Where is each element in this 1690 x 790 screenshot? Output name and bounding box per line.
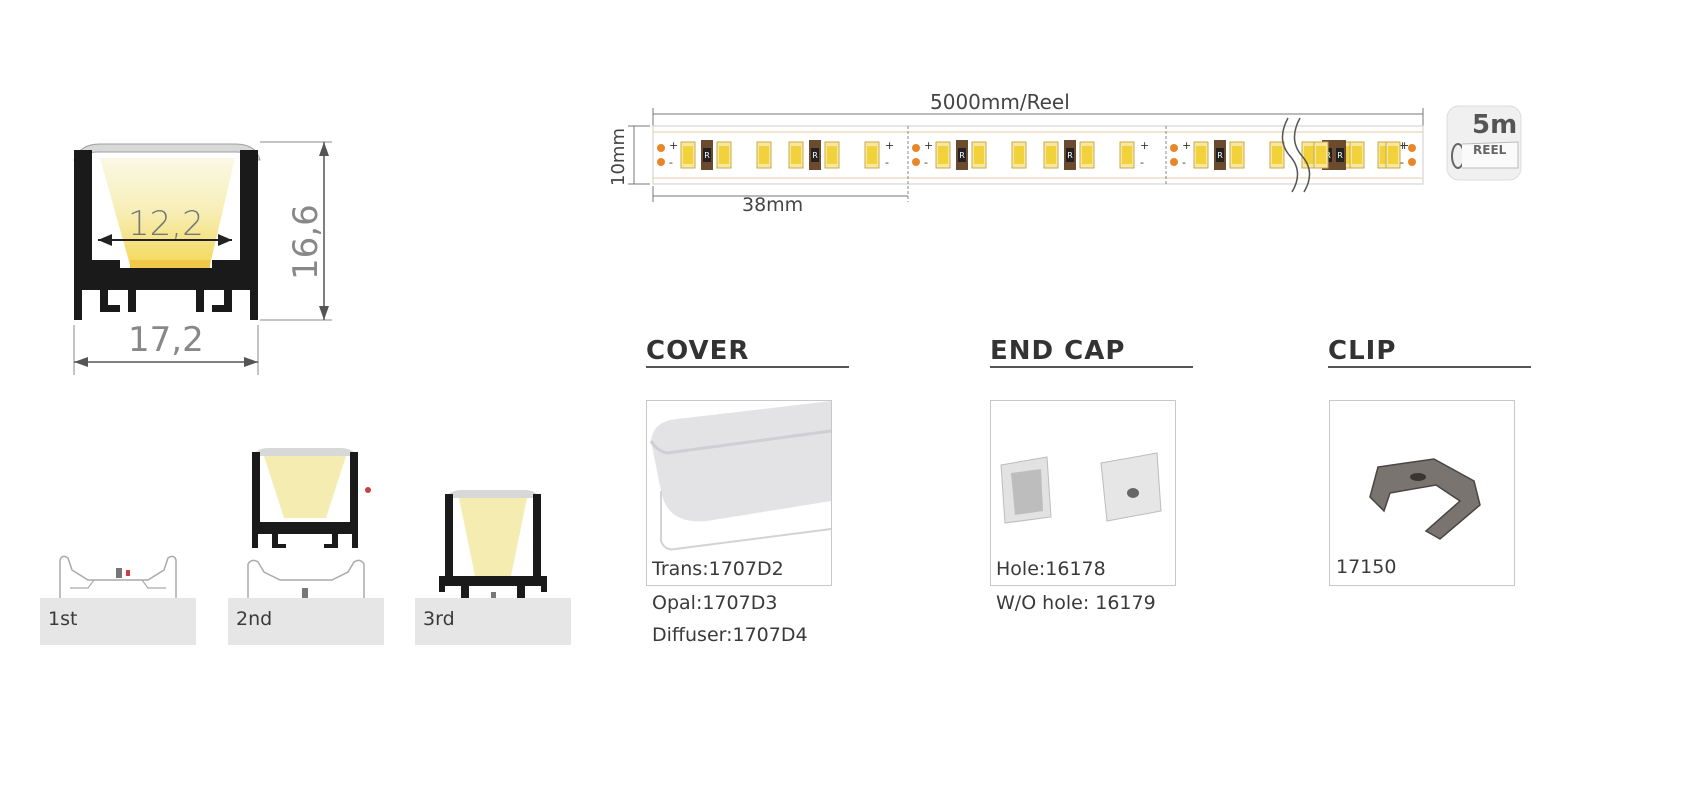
minus-sign: - <box>669 156 673 169</box>
profile-cross-section: 12,2 16,6 17,2 <box>60 130 360 390</box>
strip-cut-label: 38mm <box>742 194 803 216</box>
led-chip <box>1196 146 1206 164</box>
led-chip <box>1352 146 1362 164</box>
cover-label-trans: Trans:1707D2 <box>652 558 784 580</box>
solder-pad <box>1408 158 1416 166</box>
clip-title-rule <box>1328 366 1531 368</box>
led-chip <box>1388 146 1398 164</box>
dim-outer-width: 17,2 <box>128 320 204 360</box>
step-2-feet <box>252 534 358 548</box>
minus-sign: - <box>885 156 889 169</box>
led-chip <box>719 146 729 164</box>
end-cap-label-hole: Hole:16178 <box>996 558 1106 580</box>
led-chip <box>1122 146 1132 164</box>
step-3-beam <box>459 498 527 576</box>
led-chip <box>1272 146 1282 164</box>
led-chip <box>683 146 693 164</box>
resistor-mark: R <box>1067 151 1073 160</box>
install-step-2: 2nd <box>228 448 384 645</box>
led-strip-svg: +-RR+-+-RR+-+-RR+-R+- <box>600 90 1540 230</box>
step-1-screw <box>116 568 122 578</box>
plus-sign: + <box>1182 139 1191 152</box>
resistor-mark: R <box>812 151 818 160</box>
install-step-1: 1st <box>40 540 196 645</box>
minus-sign: - <box>1400 156 1404 169</box>
step-1-clip-detail <box>70 580 166 588</box>
led-chip <box>1232 146 1242 164</box>
step-1-label: 1st <box>48 608 77 630</box>
reel-length-label: 5m <box>1472 110 1517 140</box>
led-chip <box>938 146 948 164</box>
solder-pad <box>912 144 920 152</box>
cover-body <box>651 401 831 521</box>
led-chip <box>827 146 837 164</box>
step-2-label: 2nd <box>236 608 272 630</box>
plus-sign: + <box>1140 139 1149 152</box>
install-step-3: 3rd <box>415 488 571 645</box>
resistor-mark: R <box>1217 151 1223 160</box>
plus-sign: + <box>1400 139 1409 152</box>
profile-feet <box>74 290 258 320</box>
cover-label-diffuser: Diffuser:1707D4 <box>652 624 808 646</box>
led-chip <box>867 146 877 164</box>
end-cap-label-no-hole: W/O hole: 16179 <box>996 592 1156 614</box>
reel-caption: REEL <box>1473 143 1506 157</box>
step-2-beam <box>264 456 346 518</box>
dim-inner-width: 12,2 <box>128 204 204 244</box>
led-chip <box>1316 146 1326 164</box>
solder-pad <box>657 144 665 152</box>
strip-width-label: 10mm <box>608 128 629 186</box>
plus-sign: + <box>669 139 678 152</box>
minus-sign: - <box>1140 156 1144 169</box>
resistor-mark: R <box>1337 151 1343 160</box>
clip-body <box>1370 459 1480 539</box>
plus-sign: + <box>885 139 894 152</box>
cover-title: COVER <box>646 336 749 366</box>
led-strip-diagram: +-RR+-+-RR+-+-RR+-R+- 5000mm/Reel 10mm 3… <box>600 90 1540 230</box>
solder-pad <box>912 158 920 166</box>
step-2-drawing <box>228 448 384 598</box>
profile-base <box>74 268 258 290</box>
step-2-marker <box>365 487 371 493</box>
cover-title-rule <box>646 366 849 368</box>
led-chip <box>759 146 769 164</box>
clip-title: CLIP <box>1328 336 1396 366</box>
end-cap-open-inner <box>1011 469 1043 515</box>
dim-height: 16,6 <box>286 204 326 280</box>
clip-hole <box>1410 473 1426 481</box>
end-cap-holed <box>1101 453 1161 521</box>
resistor-mark: R <box>959 151 965 160</box>
plus-sign: + <box>924 139 933 152</box>
led-chip <box>1046 146 1056 164</box>
led-chip <box>791 146 801 164</box>
led-chip <box>1082 146 1092 164</box>
step-1-marker <box>126 570 130 576</box>
solder-pad <box>1170 144 1178 152</box>
step-3-cover <box>445 490 541 498</box>
end-cap-hole <box>1127 488 1139 498</box>
resistor-mark: R <box>704 151 710 160</box>
step-3-label: 3rd <box>423 608 455 630</box>
minus-sign: - <box>1182 156 1186 169</box>
led-chip <box>1014 146 1024 164</box>
cover-label-opal: Opal:1707D3 <box>652 592 777 614</box>
step-2-cover <box>252 448 358 456</box>
solder-pad <box>657 158 665 166</box>
strip-length-label: 5000mm/Reel <box>930 90 1070 114</box>
step-1-clip-drawing <box>40 540 196 600</box>
end-cap-title-rule <box>990 366 1193 368</box>
led-chip <box>130 260 210 268</box>
clip-label-code: 17150 <box>1336 556 1396 578</box>
solder-pad <box>1170 158 1178 166</box>
diffuser-cover <box>74 144 260 160</box>
end-cap-title: END CAP <box>990 336 1125 366</box>
minus-sign: - <box>924 156 928 169</box>
step-3-drawing <box>415 488 571 598</box>
led-chip <box>974 146 984 164</box>
